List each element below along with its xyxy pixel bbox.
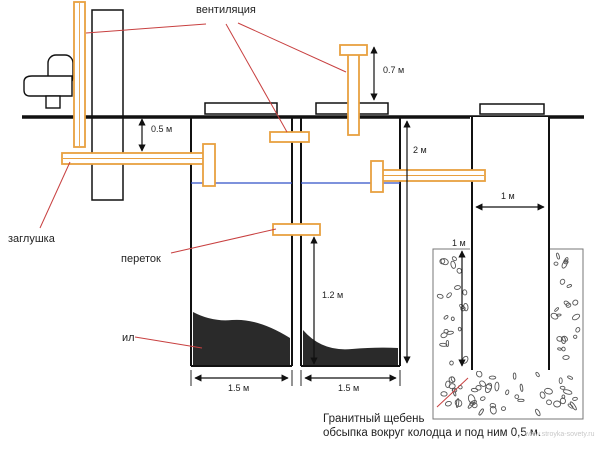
pebble — [439, 342, 448, 347]
overflow-height-label: 1.2 м — [322, 290, 344, 300]
pebble — [489, 405, 497, 415]
pebble — [519, 383, 524, 392]
pebble — [454, 399, 463, 407]
pebble — [476, 370, 483, 378]
pebble — [561, 260, 568, 269]
well-width-label: 1 м — [501, 191, 515, 201]
pebble — [505, 389, 510, 396]
vent-cap — [339, 44, 368, 56]
pebble — [539, 391, 546, 399]
dimension-arrows — [138, 46, 545, 382]
pebble — [439, 258, 446, 265]
pebble — [546, 399, 552, 406]
extension-lines — [190, 370, 401, 386]
pebble — [562, 355, 570, 360]
pebble — [563, 300, 570, 306]
pebble — [556, 252, 560, 260]
pebble — [455, 398, 460, 409]
pebble — [535, 371, 540, 378]
pebble — [440, 258, 449, 266]
vent-connector — [269, 131, 310, 143]
well-lid — [479, 103, 545, 115]
watermark: www.stroyka-sovety.ru — [525, 431, 595, 438]
sludge-layer-1 — [193, 312, 290, 365]
pebble — [567, 375, 574, 380]
pebble — [494, 381, 500, 392]
pebble — [514, 394, 520, 400]
pebble — [488, 375, 497, 380]
pebble — [544, 387, 553, 395]
outlet-tee — [370, 160, 384, 193]
pebble — [512, 372, 517, 380]
inlet-tee — [202, 143, 216, 187]
pebble — [562, 389, 573, 395]
pebble — [575, 327, 581, 333]
pebble — [559, 385, 566, 390]
pebble — [445, 380, 451, 388]
pebble — [569, 401, 577, 411]
ventilation-label: вентиляция — [196, 4, 256, 16]
overflow-pipe — [272, 223, 321, 236]
pebble — [450, 260, 456, 269]
pebble — [436, 293, 444, 299]
pebble — [451, 256, 457, 262]
tank-2-width-label: 1.5 м — [338, 383, 360, 393]
pebble — [446, 292, 452, 299]
gravel-caption-line-1: Гранитный щебень — [323, 413, 425, 425]
pebble — [558, 377, 563, 385]
pebble — [449, 360, 454, 366]
plug-label: заглушка — [8, 233, 55, 245]
pebble — [479, 380, 486, 387]
pebble — [556, 313, 562, 317]
pebble — [559, 278, 566, 285]
pebble — [475, 385, 482, 391]
pipes — [61, 1, 486, 236]
gravel-caption-line-2: обсыпка вокруг колодца и под ним 0,5 м. — [323, 427, 542, 439]
pebble — [561, 346, 566, 352]
filtration-well — [470, 103, 550, 371]
pebble — [571, 313, 581, 321]
toilet-icon — [23, 54, 74, 109]
pebble — [500, 406, 507, 411]
sludge-layer-2 — [303, 330, 398, 365]
inlet-depth-label: 0.5 м — [151, 124, 173, 134]
tank-1-width-label: 1.5 м — [228, 383, 250, 393]
pebble — [550, 312, 559, 320]
tank-depth-label: 2 м — [413, 145, 427, 155]
pebble — [554, 307, 559, 312]
pebble — [440, 332, 448, 339]
pebble — [478, 408, 484, 416]
pebble — [559, 397, 566, 405]
sludge-label: ил — [122, 332, 135, 344]
pebble — [556, 336, 563, 342]
pebble — [564, 257, 569, 263]
gravel-depth-label: 1 м — [452, 238, 466, 248]
house-wall — [91, 9, 124, 201]
pebble — [440, 391, 448, 397]
pebble — [557, 347, 562, 351]
pebble — [443, 315, 449, 320]
pebble — [565, 302, 572, 308]
pebble — [517, 398, 525, 403]
pebble — [572, 299, 579, 306]
pebble — [553, 261, 559, 266]
pebble — [573, 334, 578, 339]
pebble — [566, 284, 573, 288]
pebble — [572, 396, 578, 401]
pebble — [450, 376, 456, 383]
pebble — [484, 382, 493, 394]
tank-1-lid — [204, 102, 278, 115]
pebble — [450, 316, 455, 322]
pebble — [535, 408, 541, 417]
vent-height-label: 0.7 м — [383, 65, 405, 75]
pebble — [444, 400, 452, 407]
pebble — [469, 400, 477, 406]
pebble — [489, 403, 497, 409]
leader-lines — [39, 22, 469, 408]
pebble — [480, 396, 486, 401]
overflow-label: переток — [121, 253, 161, 265]
vent-riser-tank-2 — [347, 53, 360, 136]
pebble — [553, 400, 562, 408]
